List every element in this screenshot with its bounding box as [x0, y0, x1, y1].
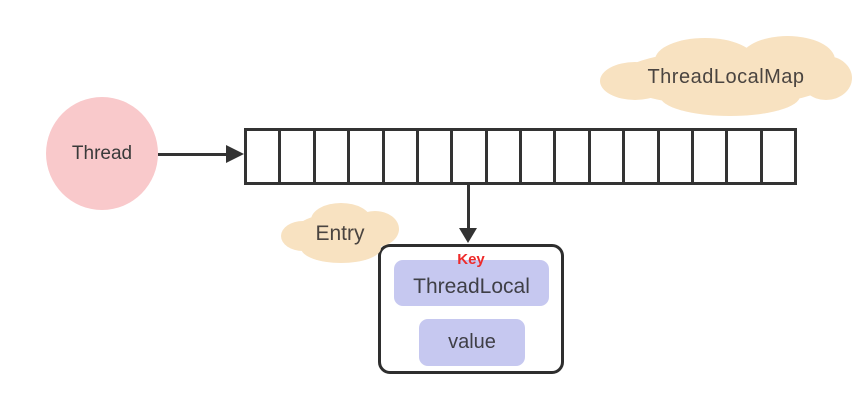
- thread-node: Thread: [46, 97, 158, 210]
- array-cell: [728, 131, 763, 182]
- array-cell: [556, 131, 591, 182]
- array-cell: [762, 131, 794, 182]
- array-cell: [247, 131, 282, 182]
- arrow-down-icon: [459, 228, 477, 243]
- cloud-shape: [800, 56, 852, 100]
- array-cell: [350, 131, 385, 182]
- array-cell: [487, 131, 522, 182]
- array-cell: [625, 131, 660, 182]
- arrow-thread-to-array-line: [158, 153, 228, 156]
- key-annotation: Key: [457, 251, 485, 268]
- threadlocal-field: ThreadLocal: [394, 260, 549, 306]
- array-cell: [315, 131, 351, 182]
- cloud-shape: [301, 233, 381, 263]
- array-cell: [693, 131, 729, 182]
- entry-box: Key ThreadLocal value: [378, 244, 564, 374]
- array-cell: [659, 131, 694, 182]
- arrow-array-to-entry-line: [467, 185, 470, 229]
- array-cell: [522, 131, 557, 182]
- array-cell: [384, 131, 419, 182]
- array-cell: [418, 131, 454, 182]
- array-cell: [281, 131, 316, 182]
- entry-label: Entry: [315, 222, 365, 245]
- value-label: value: [448, 331, 496, 353]
- slot-array: [244, 128, 797, 185]
- thread-label: Thread: [71, 142, 133, 164]
- array-cell: [453, 131, 488, 182]
- threadlocal-label: ThreadLocal: [413, 274, 530, 298]
- cloud-shape: [655, 38, 755, 82]
- entry-cloud: Entry: [281, 203, 399, 265]
- cloud-shape: [660, 76, 800, 116]
- value-field: value: [419, 319, 525, 366]
- array-cell: [590, 131, 626, 182]
- arrow-right-icon: [226, 145, 244, 163]
- threadlocalmap-label: ThreadLocalMap: [647, 65, 805, 88]
- threadlocalmap-cloud: ThreadLocalMap: [600, 36, 852, 118]
